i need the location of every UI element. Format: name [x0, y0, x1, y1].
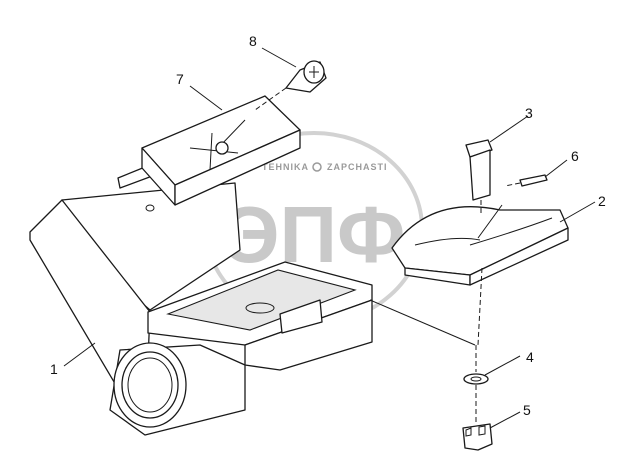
gear-icon	[312, 162, 322, 172]
callout-7: 7	[176, 71, 184, 87]
callout-3: 3	[525, 105, 533, 121]
callout-labels: 1 2 3 4 5 6 7 8	[50, 33, 606, 418]
part-7-pad	[141, 95, 301, 206]
part-6-pin	[504, 174, 548, 187]
part-3-bolt	[465, 139, 493, 215]
leader-lines	[63, 47, 596, 429]
callout-6: 6	[571, 148, 579, 164]
part-4-washer	[463, 345, 489, 422]
part-1-bracket	[29, 164, 476, 436]
part-5-nut	[462, 423, 493, 451]
watermark-left-text: TEHNIKA	[262, 162, 309, 172]
watermark-logo: ЭПФ	[223, 190, 406, 279]
callout-5: 5	[523, 402, 531, 418]
callout-8: 8	[249, 33, 257, 49]
part-8-screw	[254, 60, 327, 111]
callout-4: 4	[526, 349, 534, 365]
callout-1: 1	[50, 361, 58, 377]
part-2-clamp	[391, 204, 569, 346]
callout-2: 2	[598, 193, 606, 209]
watermark: TEHNIKA ZAPCHASTI ЭПФ	[204, 131, 424, 325]
watermark-right-text: ZAPCHASTI	[327, 162, 388, 172]
